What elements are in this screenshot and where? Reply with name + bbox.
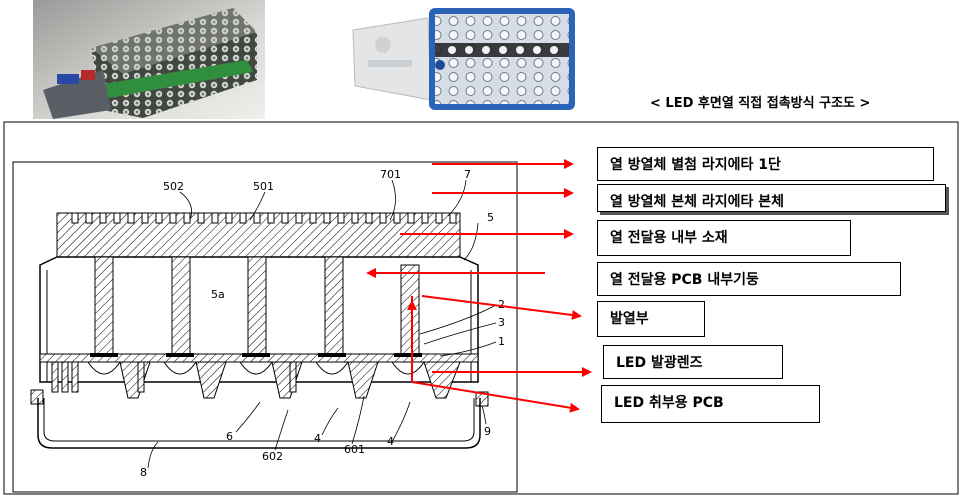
led-streetlight-photo bbox=[343, 0, 586, 119]
pcb-pillars bbox=[94, 256, 420, 358]
callout-pcb-pillar: 열 전달용 PCB 내부기둥 bbox=[597, 262, 901, 296]
ref-number-8: 8 bbox=[140, 466, 147, 479]
ref-number-4a: 4 bbox=[314, 432, 321, 445]
callout-heat-part: 발열부 bbox=[597, 301, 705, 337]
ref-number-601: 601 bbox=[344, 443, 365, 456]
ref-number-501: 501 bbox=[253, 180, 274, 193]
callout-radiator-body: 열 방열체 본체 라지에타 본체 bbox=[597, 184, 946, 212]
ref-number-1: 1 bbox=[498, 335, 505, 348]
ref-number-5a: 5a bbox=[211, 288, 225, 301]
structure-diagram: 502 501 701 7 5 5a 2 3 1 6 602 4 601 4 9 8 열 방열체 별첨 라지에… bbox=[0, 120, 966, 498]
callout-inner-material: 열 전달용 내부 소재 bbox=[597, 220, 851, 256]
led-lenses bbox=[87, 361, 425, 375]
led-module-photo-angled bbox=[33, 0, 265, 119]
ref-number-4b: 4 bbox=[387, 435, 394, 448]
callout-lens: LED 발광렌즈 bbox=[603, 345, 783, 379]
ref-number-5: 5 bbox=[487, 211, 494, 224]
ref-number-2: 2 bbox=[498, 298, 505, 311]
ref-number-9: 9 bbox=[484, 425, 491, 438]
diagram-title: < LED 후면열 직접 접촉방식 구조도 > bbox=[650, 96, 871, 111]
ref-number-502: 502 bbox=[163, 180, 184, 193]
ref-number-7: 7 bbox=[464, 168, 471, 181]
callout-pcb: LED 취부용 PCB bbox=[601, 385, 820, 423]
ref-number-6: 6 bbox=[226, 430, 233, 443]
ref-number-701: 701 bbox=[380, 168, 401, 181]
callout-radiator-stage1: 열 방열체 별첨 라지에타 1단 bbox=[597, 147, 934, 181]
heat-sink-fins bbox=[56, 212, 461, 258]
drawing-border bbox=[12, 161, 518, 493]
outer-frame bbox=[3, 121, 959, 495]
ref-number-602: 602 bbox=[262, 450, 283, 463]
led-chips bbox=[90, 353, 422, 357]
bottom-cover bbox=[37, 398, 481, 449]
callout-arrows bbox=[366, 159, 592, 413]
ref-number-3: 3 bbox=[498, 316, 505, 329]
